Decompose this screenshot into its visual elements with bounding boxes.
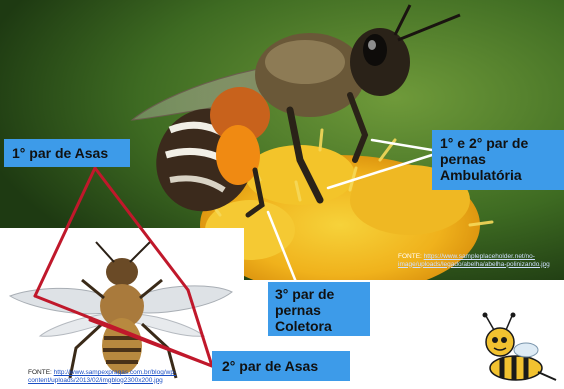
source-prefix: FONTE: — [28, 369, 52, 376]
label-first-pair-wings: 1° par de Asas — [4, 139, 130, 167]
source-credit-bottom: FONTE: http://www.sampexpragas.com.br/bl… — [28, 369, 210, 384]
source-credit-top: FONTE: https://www.sampleplaceholder.net… — [398, 253, 558, 268]
cartoon-bee-icon — [464, 310, 564, 389]
label-ambulatory-legs: 1° e 2° par de pernas Ambulatória — [432, 130, 564, 190]
label-collector-legs: 3° par de pernas Coletora — [268, 282, 370, 336]
bee-specimen-photo — [0, 228, 244, 389]
source-prefix: FONTE: — [398, 253, 422, 260]
label-second-pair-wings: 2° par de Asas — [212, 351, 350, 381]
